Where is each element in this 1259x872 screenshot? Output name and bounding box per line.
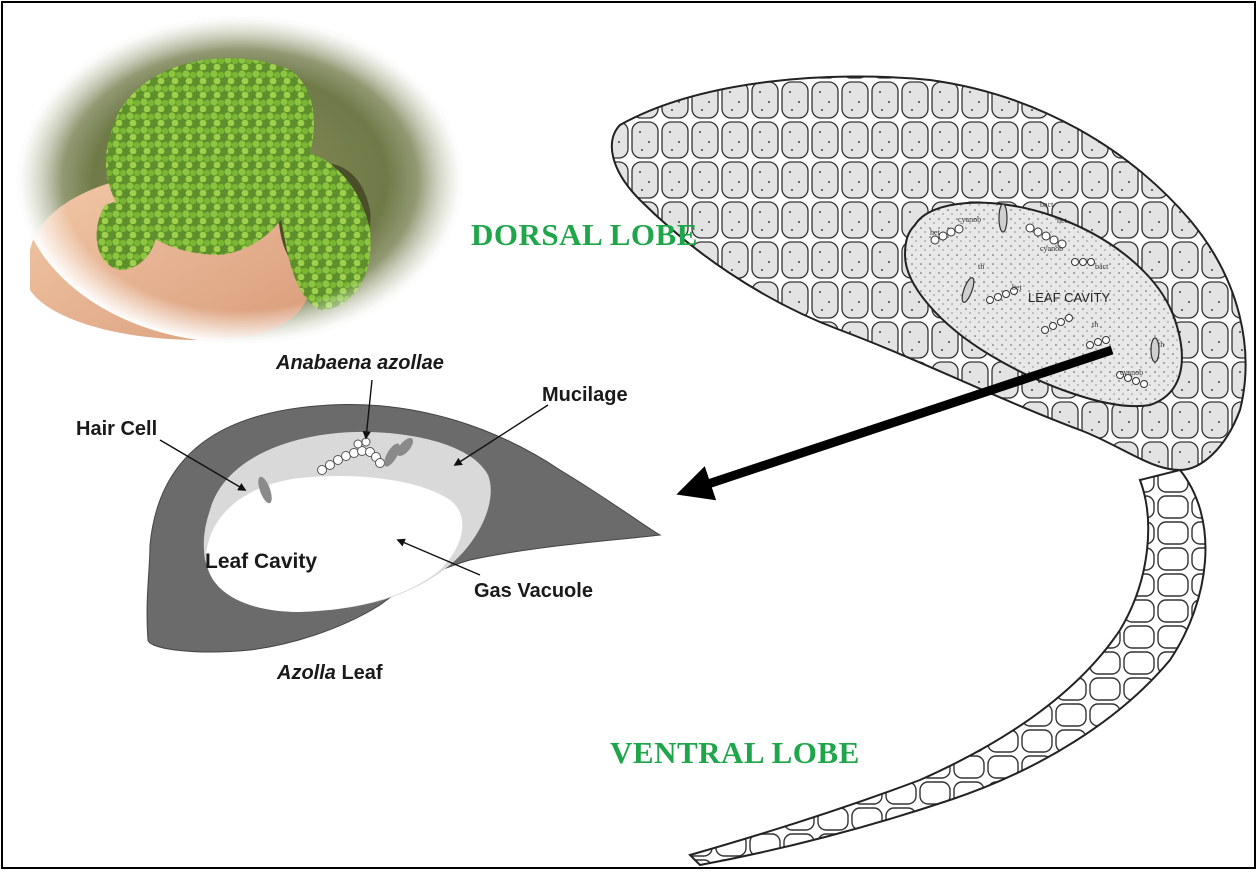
micro-tag: th (1092, 320, 1098, 329)
ventral-lobe-label: VENTRAL LOBE (610, 735, 860, 771)
micro-tag: het (930, 228, 940, 237)
micro-tag: het (1057, 216, 1067, 225)
anabaena-label: Anabaena azollae (276, 352, 444, 375)
hair-cell-label: Hair Cell (76, 418, 157, 441)
micro-tag: cyanob (1040, 244, 1063, 253)
micro-tag: bact (1040, 200, 1053, 209)
micro-tag: th (1158, 340, 1164, 349)
leaf-cavity-label: Leaf Cavity (205, 550, 317, 574)
micro-tag: bact (1095, 262, 1108, 271)
micro-tag: cyanob (958, 215, 981, 224)
micro-tag: th (978, 262, 984, 271)
dorsal-lobe-label: DORSAL LOBE (471, 217, 698, 253)
mucilage-label: Mucilage (542, 384, 628, 407)
anabaena-label-text: Anabaena azollae (276, 352, 444, 374)
leaf-cavity-micro-label: LEAF CAVITY (1028, 290, 1110, 305)
pointer-arrow (690, 350, 1112, 490)
micro-tag: bet (1012, 283, 1022, 292)
azolla-genus: Azolla (277, 662, 336, 684)
micro-tag: cyanob (1120, 368, 1143, 377)
gas-vacuole-label: Gas Vacuole (474, 580, 593, 603)
leaf-word: Leaf (336, 662, 383, 684)
azolla-leaf-label: Azolla Leaf (277, 662, 383, 685)
azolla-photo (18, 17, 462, 343)
